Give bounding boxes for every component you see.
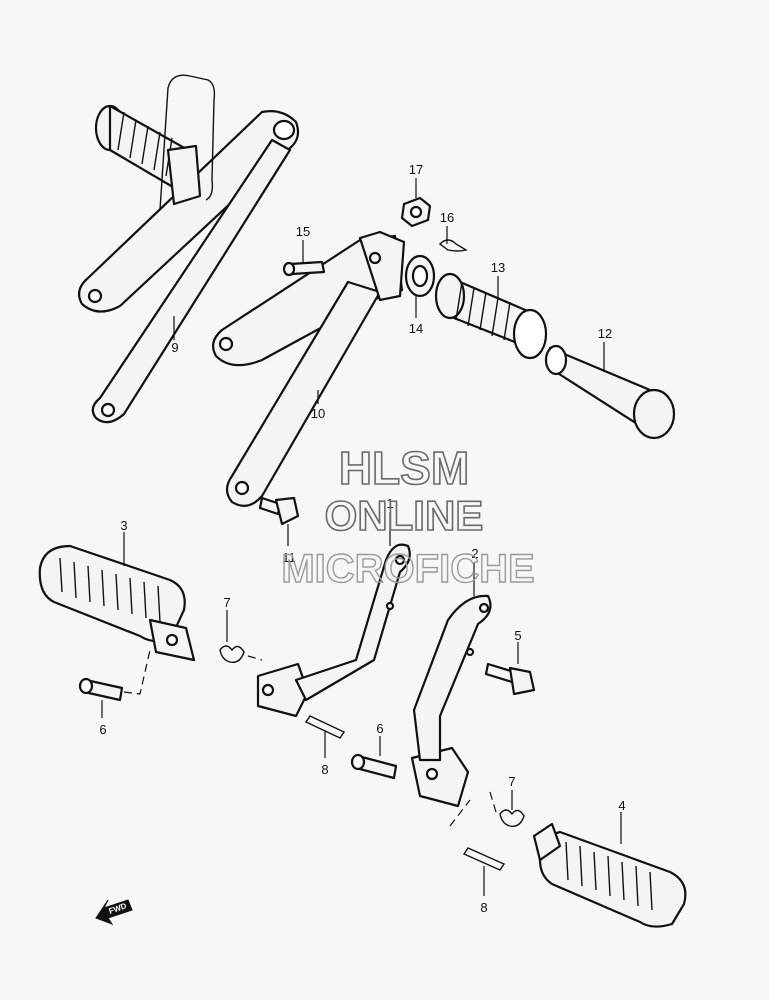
callout-7b: 7 xyxy=(508,774,515,789)
callout-16: 16 xyxy=(440,210,454,225)
watermark-line-2: ONLINE xyxy=(325,492,484,539)
callout-15: 15 xyxy=(296,224,310,239)
dash-7b xyxy=(449,791,497,827)
part-3-footpeg xyxy=(38,544,196,662)
part-7-spring-right xyxy=(499,809,525,827)
callout-3: 3 xyxy=(120,518,127,533)
part-8-cotter-right xyxy=(462,847,506,871)
callout-8a: 8 xyxy=(321,762,328,777)
part-13-grip xyxy=(434,272,548,360)
callout-13: 13 xyxy=(491,260,505,275)
part-7-spring-left xyxy=(219,645,245,663)
fwd-arrow-icon: FWD xyxy=(95,899,133,926)
callout-9: 9 xyxy=(171,340,178,355)
part-9-bracket xyxy=(77,74,300,424)
callout-labels: 1 2 3 4 5 6 6 7 7 8 8 9 10 11 12 13 14 1… xyxy=(99,162,625,915)
callout-17: 17 xyxy=(409,162,423,177)
callout-6b: 6 xyxy=(376,721,383,736)
callout-4: 4 xyxy=(618,798,625,813)
part-12-pin xyxy=(544,344,676,440)
part-2-bracket xyxy=(410,594,492,808)
part-15-pin xyxy=(282,260,326,277)
dash-3 xyxy=(123,649,151,695)
callout-5: 5 xyxy=(514,628,521,643)
callout-2: 2 xyxy=(471,546,478,561)
leader-lines xyxy=(101,178,622,896)
callout-14: 14 xyxy=(409,321,423,336)
dash-7a xyxy=(247,655,263,661)
part-5-bolt xyxy=(484,662,536,696)
callout-10: 10 xyxy=(311,406,325,421)
watermark-line-1: HLSM xyxy=(339,442,469,494)
part-1-bracket xyxy=(256,543,411,718)
part-14-washer xyxy=(404,254,436,298)
part-8-cotter-left xyxy=(304,715,346,739)
callout-7a: 7 xyxy=(223,595,230,610)
part-6-pin-right xyxy=(350,753,398,780)
part-16-clip xyxy=(438,239,468,252)
part-6-pin-left xyxy=(78,677,124,702)
part-10-bracket xyxy=(211,230,406,507)
callout-11: 11 xyxy=(282,550,296,565)
callout-12: 12 xyxy=(598,326,612,341)
part-4-footpeg xyxy=(532,822,687,928)
callout-8b: 8 xyxy=(480,900,487,915)
watermark-line-3: MICROFICHE xyxy=(281,547,534,591)
callout-6a: 6 xyxy=(99,722,106,737)
callout-1: 1 xyxy=(386,496,393,511)
watermark: HLSM ONLINE MICROFICHE xyxy=(281,441,536,592)
part-17-nut xyxy=(400,196,432,228)
part-11-bolt xyxy=(258,496,300,526)
